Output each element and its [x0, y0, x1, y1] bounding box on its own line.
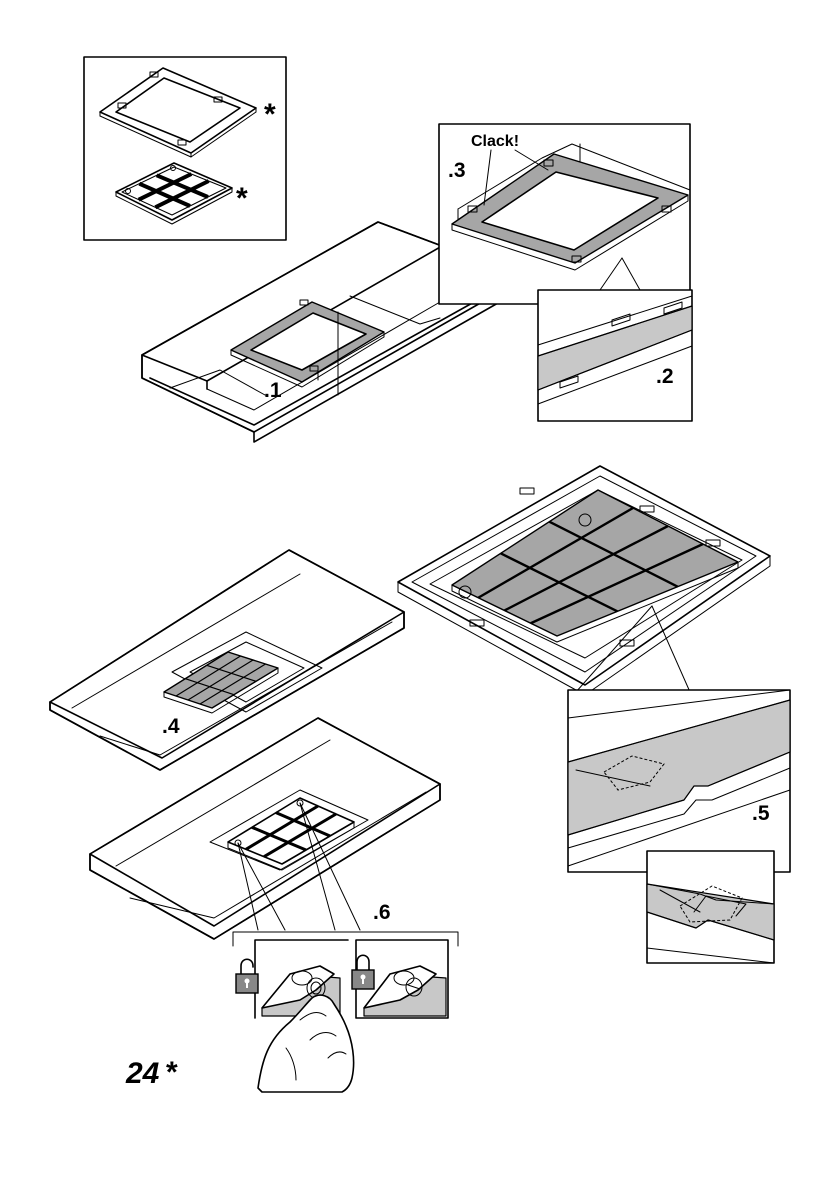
clack-label: Clack! [471, 133, 519, 150]
parts-inset: * * [84, 57, 286, 240]
step-1-label: .1 [264, 379, 282, 402]
detail-step-3: Clack! .3 [439, 124, 690, 304]
step-4-label: .4 [162, 715, 180, 738]
step-5-label: .5 [752, 802, 770, 825]
frame-part-icon [100, 68, 256, 157]
filter-part-asterisk: * [236, 182, 248, 215]
page-number-asterisk: * [166, 1056, 178, 1089]
lock-details [236, 940, 448, 1092]
lock-detail-unlock [255, 940, 354, 1092]
detail-step-5-zoom [647, 851, 774, 963]
detail-step-2: .2 [538, 290, 692, 421]
filter-large-view [398, 466, 770, 695]
frame-part-asterisk: * [264, 98, 276, 131]
detail-step-5: .5 [568, 690, 790, 872]
step-3-label: .3 [448, 159, 466, 182]
step-6-label: .6 [373, 901, 391, 924]
filter-part-icon [116, 163, 232, 224]
page-number: 24 [125, 1057, 160, 1090]
step-2-label: .2 [656, 365, 674, 388]
